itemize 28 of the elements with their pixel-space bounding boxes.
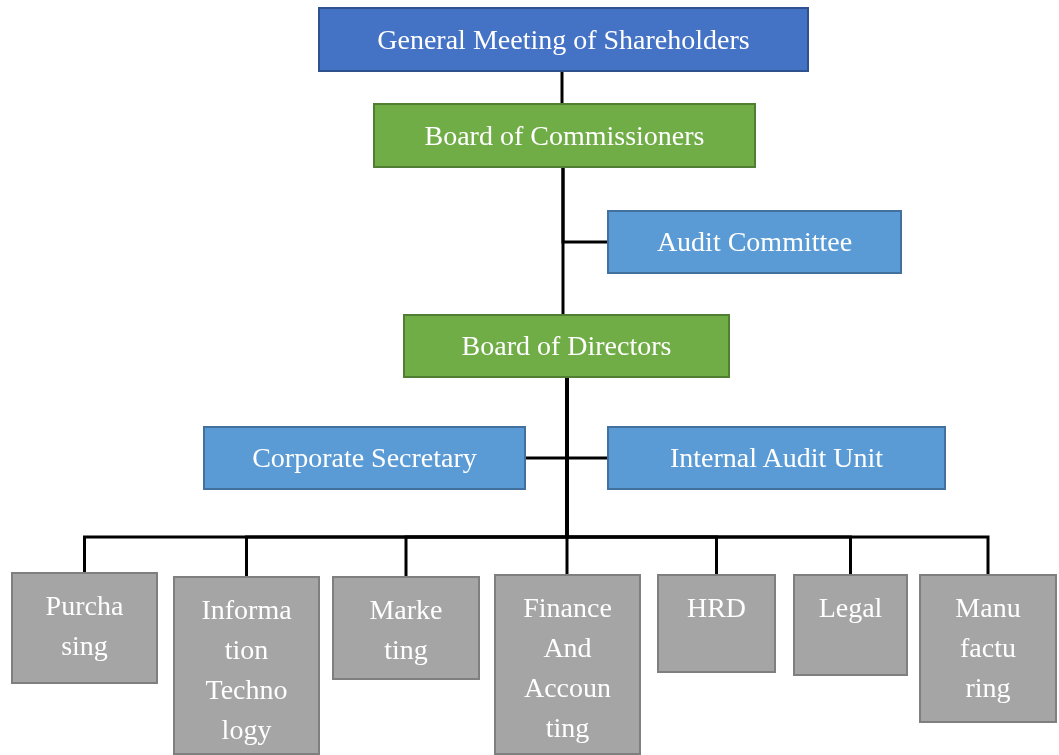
- department-box: [173, 576, 320, 755]
- box-label: Manu factu ring: [955, 591, 1021, 705]
- org-box: [403, 314, 730, 378]
- department-box: [494, 574, 641, 755]
- department-box: [919, 574, 1057, 723]
- department-box: [657, 574, 776, 673]
- box-label: Marke ting: [369, 593, 443, 667]
- org-box: [373, 103, 756, 168]
- box-label: Internal Audit Unit: [669, 442, 884, 474]
- connector-line: [560, 72, 564, 103]
- org-box: [318, 7, 809, 72]
- org-box: [607, 210, 902, 274]
- connector-line: [561, 168, 565, 314]
- box-label: Corporate Secretary: [252, 442, 477, 474]
- box-label: Board of Directors: [461, 330, 672, 362]
- org-box: [203, 426, 526, 490]
- box-label: HRD: [686, 591, 747, 625]
- box-label: General Meeting of Shareholders: [377, 23, 750, 56]
- department-box: [11, 572, 158, 684]
- box-label: Purcha sing: [45, 589, 124, 663]
- box-label: Board of Commissioners: [424, 119, 705, 152]
- department-box: [793, 574, 908, 676]
- box-label: Informa tion Techno logy: [201, 593, 292, 747]
- box-label: Legal: [818, 591, 883, 625]
- org-box: [607, 426, 946, 490]
- box-label: Audit Committee: [656, 226, 853, 258]
- department-box: [332, 576, 480, 680]
- box-label: Finance And Accoun ting: [523, 591, 612, 745]
